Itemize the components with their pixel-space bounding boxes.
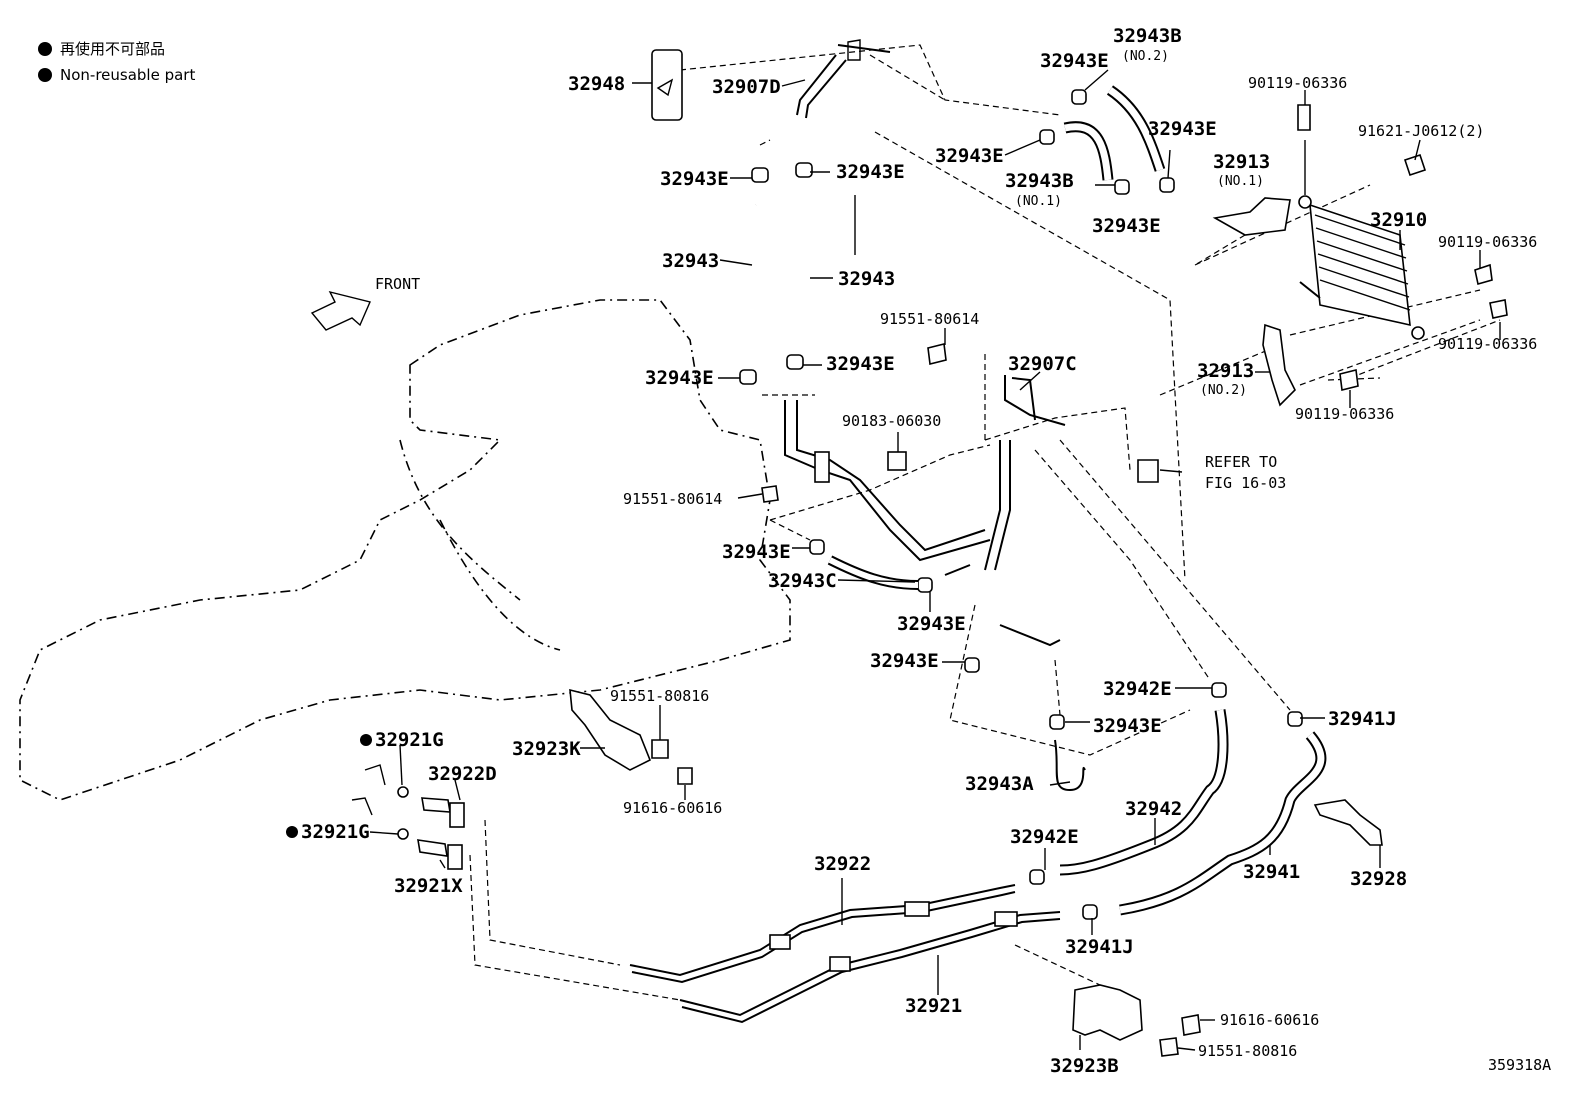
clamp-icons[interactable] (739, 89, 1303, 920)
part-32943-hoses[interactable] (740, 194, 803, 371)
label-32907C: 32907C (1008, 353, 1077, 375)
bolt-icons[interactable] (651, 104, 1508, 1057)
part-32942-hose[interactable] (999, 624, 1229, 876)
part-32923B-bracket[interactable] (1072, 984, 1143, 1041)
transmission-outline (19, 299, 791, 801)
label-32941: 32941 (1243, 861, 1300, 883)
legend-text-jp: 再使用不可部品 (60, 40, 166, 58)
label-91621-J0612: 91621-J0612(2) (1358, 122, 1484, 140)
part-32943B-hoses[interactable] (1063, 85, 1166, 181)
label-32921G: 32921G (301, 821, 370, 843)
label-32943B-no2: 32943B (1113, 25, 1182, 47)
label-32943C: 32943C (768, 570, 837, 592)
label-32943E: 32943E (897, 613, 966, 635)
label-32943: 32943 (838, 268, 895, 290)
legend-text-en: Non-reusable part (60, 66, 196, 84)
legend-row-jp: 再使用不可部品 (38, 36, 195, 62)
label-32943E: 32943E (645, 367, 714, 389)
part-labels: 32948 32907D 32943E 32943B (NO.2) 90119-… (301, 25, 1537, 1077)
label-90119-06336: 90119-06336 (1438, 335, 1537, 353)
non-reusable-dot-icon (360, 734, 372, 746)
label-32942: 32942 (1125, 798, 1182, 820)
part-32922-32921-pipes[interactable] (629, 884, 1061, 1024)
label-no2: (NO.2) (1122, 49, 1169, 64)
label-90119-06336: 90119-06336 (1438, 233, 1537, 251)
label-32943E: 32943E (1092, 215, 1161, 237)
non-reusable-dot-icon (38, 42, 52, 56)
label-32943E: 32943E (660, 168, 729, 190)
label-91616-60616: 91616-60616 (1220, 1011, 1319, 1029)
label-32907D: 32907D (712, 76, 781, 98)
label-32943E: 32943E (1093, 715, 1162, 737)
label-32922: 32922 (814, 853, 871, 875)
label-32943E: 32943E (1148, 118, 1217, 140)
part-32943A-hose[interactable] (1054, 739, 1086, 792)
part-32907C-pipe[interactable] (784, 375, 1159, 571)
label-32921X: 32921X (394, 875, 463, 897)
legend-row-en: Non-reusable part (38, 62, 195, 88)
label-91551-80614: 91551-80614 (623, 490, 722, 508)
non-reusable-dot-icon (286, 826, 298, 838)
label-91551-80816: 91551-80816 (610, 687, 709, 705)
refer-line2: FIG 16-03 (1205, 474, 1286, 492)
legend: 再使用不可部品 Non-reusable part (38, 36, 195, 88)
label-32943E: 32943E (1040, 50, 1109, 72)
label-32943E: 32943E (870, 650, 939, 672)
label-no2: (NO.2) (1200, 383, 1247, 398)
label-32928: 32928 (1350, 868, 1407, 890)
part-32907D-pipe[interactable] (796, 39, 891, 119)
part-32941-hose[interactable] (1119, 731, 1327, 916)
label-32943E: 32943E (836, 161, 905, 183)
assembly-leader-lines (469, 44, 1501, 1001)
refer-line1: REFER TO (1205, 453, 1277, 471)
label-32943E: 32943E (935, 145, 1004, 167)
label-32923K: 32923K (512, 738, 581, 760)
label-90119-06336: 90119-06336 (1248, 74, 1347, 92)
label-32910: 32910 (1370, 209, 1427, 231)
front-label: FRONT (375, 275, 420, 293)
label-90119-06336: 90119-06336 (1295, 405, 1394, 423)
label-32923B: 32923B (1050, 1055, 1119, 1077)
part-32948-plate[interactable] (651, 49, 683, 121)
label-32941J: 32941J (1328, 708, 1397, 730)
label-32942E: 32942E (1010, 826, 1079, 848)
label-32921: 32921 (905, 995, 962, 1017)
part-32943C-hose[interactable] (827, 555, 971, 590)
part-32910-oil-cooler[interactable] (1298, 195, 1425, 340)
label-32943: 32943 (662, 250, 719, 272)
figure-id: 359318A (1488, 1056, 1551, 1074)
label-no1: (NO.1) (1217, 174, 1264, 189)
label-32913-no1: 32913 (1213, 151, 1270, 173)
label-no1: (NO.1) (1015, 194, 1062, 209)
part-32913-brackets[interactable] (1212, 197, 1296, 407)
label-91551-80614: 91551-80614 (880, 310, 979, 328)
label-32941J: 32941J (1065, 936, 1134, 958)
label-91551-80816: 91551-80816 (1198, 1042, 1297, 1060)
label-32922D: 32922D (428, 763, 497, 785)
label-32921G: 32921G (375, 729, 444, 751)
part-32928-bracket[interactable] (1313, 799, 1383, 846)
label-32948: 32948 (568, 73, 625, 95)
non-reusable-dot-icon (38, 68, 52, 82)
front-arrow-icon (310, 290, 371, 331)
label-91616-60616: 91616-60616 (623, 799, 722, 817)
label-leaders (369, 69, 1501, 1051)
label-32943A: 32943A (965, 773, 1034, 795)
label-32943E: 32943E (826, 353, 895, 375)
fittings-and-gaskets[interactable] (351, 764, 465, 870)
label-32943E: 32943E (722, 541, 791, 563)
label-32913-no2: 32913 (1197, 360, 1254, 382)
label-32942E: 32942E (1103, 678, 1172, 700)
label-32943B-no1: 32943B (1005, 170, 1074, 192)
label-90183-06030: 90183-06030 (842, 412, 941, 430)
part-32923K-bracket[interactable] (569, 688, 652, 771)
